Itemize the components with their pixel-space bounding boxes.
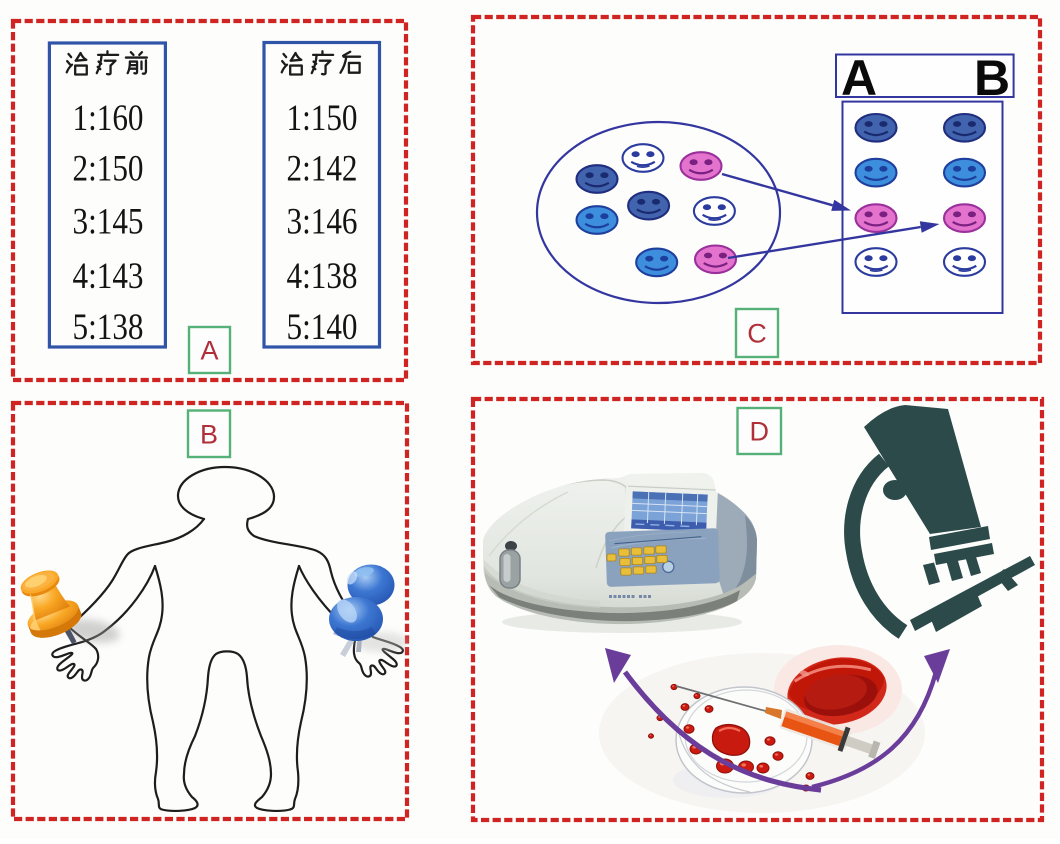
svg-text:2:150: 2:150: [73, 149, 144, 190]
svg-text:4:143: 4:143: [73, 256, 144, 297]
svg-text:A: A: [841, 50, 877, 106]
svg-text:B: B: [200, 419, 218, 449]
svg-text:4:138: 4:138: [287, 256, 358, 297]
svg-text:3:146: 3:146: [287, 202, 358, 243]
svg-text:1:160: 1:160: [73, 98, 144, 139]
svg-text:5:140: 5:140: [287, 307, 358, 348]
svg-text:3:145: 3:145: [73, 202, 144, 243]
svg-text:D: D: [750, 417, 770, 447]
svg-text:2:142: 2:142: [287, 149, 358, 190]
svg-text:A: A: [200, 336, 218, 366]
svg-text:C: C: [747, 319, 767, 349]
svg-text:5:138: 5:138: [73, 307, 144, 348]
svg-text:1:150: 1:150: [287, 98, 358, 139]
svg-text:B: B: [974, 50, 1010, 106]
